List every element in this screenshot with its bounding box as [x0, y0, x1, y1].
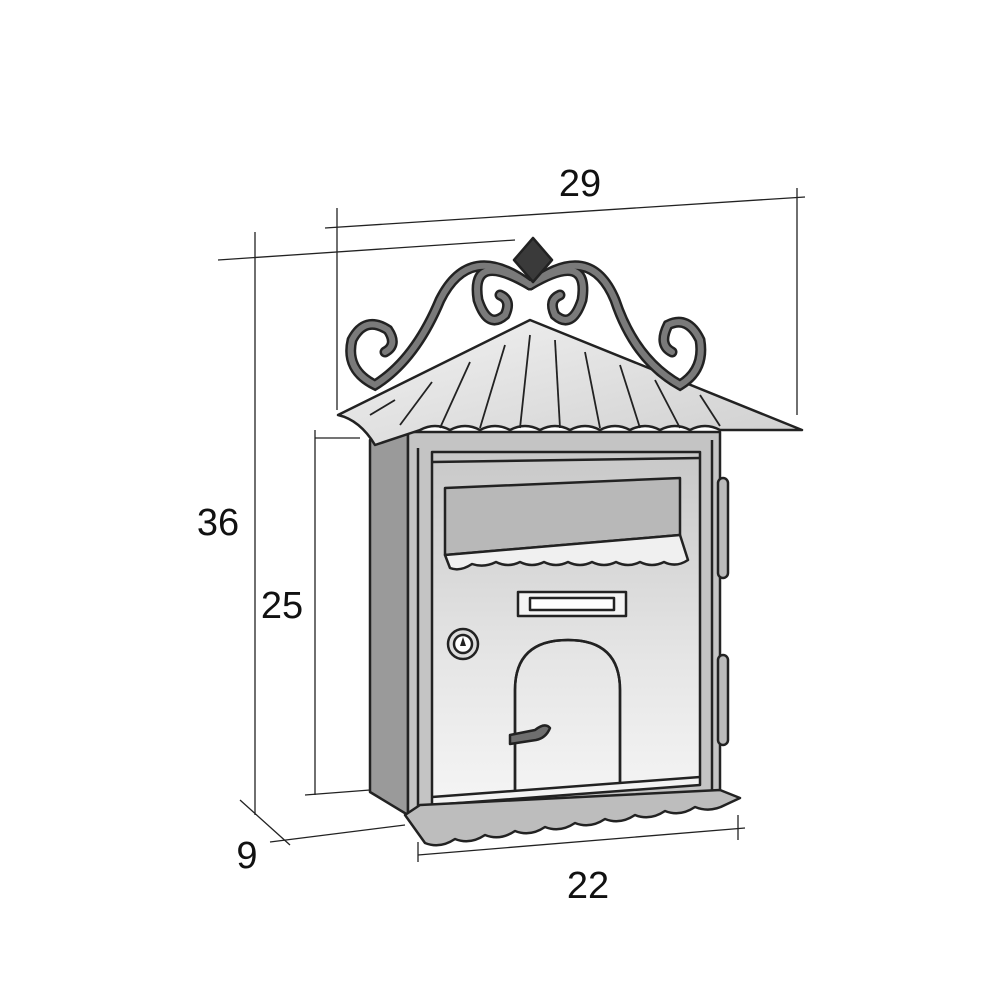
hinge-bottom — [716, 653, 730, 747]
letter-slot-flap — [443, 476, 690, 571]
roof — [336, 318, 804, 447]
dimension-body-width: 22 — [567, 865, 609, 907]
finial-diamond — [512, 236, 554, 284]
dimension-depth: 9 — [236, 835, 257, 877]
mailbox-side-panel — [368, 430, 410, 817]
dimension-total-height: 36 — [197, 502, 239, 544]
scroll-ornament-fill — [347, 262, 704, 389]
bottom-trim — [403, 788, 742, 847]
door-handle — [508, 724, 552, 746]
dimension-lines — [217, 188, 806, 862]
dimension-roof-width: 29 — [559, 163, 601, 205]
hinge-top — [716, 476, 730, 580]
dimension-body-height: 25 — [261, 585, 303, 627]
lock-icon — [446, 627, 480, 661]
